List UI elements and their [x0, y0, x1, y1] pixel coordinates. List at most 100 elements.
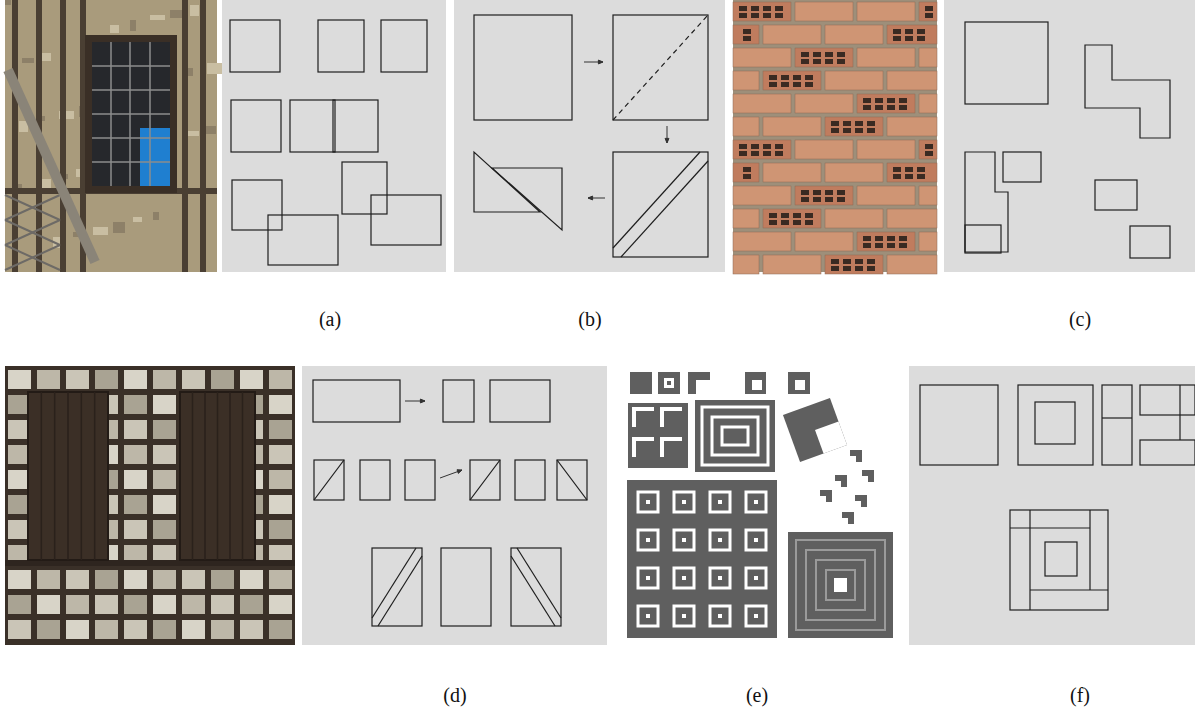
- brick-photo-part: [887, 255, 937, 274]
- sketch-d-part: [372, 548, 422, 626]
- stone-wall-photo-part: [124, 470, 147, 489]
- brick-photo-part: [825, 71, 883, 90]
- brick-photo-part: [925, 151, 933, 156]
- wall-photo-part: [92, 113, 170, 115]
- stone-wall-photo-part: [67, 392, 69, 560]
- sketch-b-part: [454, 0, 725, 272]
- brick-photo-part: [739, 6, 747, 11]
- brick-photo-part: [795, 2, 853, 21]
- stone-wall-photo-part: [269, 595, 292, 614]
- brick-photo-part: [743, 36, 751, 41]
- stone-wall-photo-part: [5, 366, 295, 645]
- brick-photo-part: [857, 94, 915, 113]
- wall-photo-part: [130, 20, 136, 31]
- brick-photo-part: [801, 59, 809, 64]
- pattern-panel-part: [826, 570, 855, 600]
- brick-photo-part: [893, 174, 901, 179]
- brick-photo-part: [917, 29, 925, 34]
- brick-photo-part: [875, 243, 883, 248]
- brick-photo-part: [837, 59, 845, 64]
- brick-photo-part: [795, 186, 853, 205]
- stone-wall-photo-part: [54, 392, 56, 560]
- wall-photo-part: [5, 195, 60, 220]
- brick-photo-part: [831, 128, 839, 133]
- panel-label: (e): [746, 684, 768, 707]
- pattern-panel-part: [710, 568, 730, 588]
- wall-photo-part: [92, 65, 170, 67]
- sketch-d-part: [557, 460, 587, 500]
- brick-photo-part: [875, 98, 883, 103]
- pattern-panel-part: [674, 530, 694, 550]
- brick-photo-part: [751, 6, 759, 11]
- pattern-panel-part: [795, 380, 805, 390]
- stone-wall-photo-part: [153, 495, 176, 514]
- stone-wall-photo-part: [240, 620, 263, 639]
- brick-photo-part: [793, 75, 801, 80]
- brick-photo-part: [887, 25, 937, 44]
- brick-photo-part: [743, 174, 751, 179]
- pattern-panel-part: [632, 437, 636, 457]
- brick-photo-part: [775, 13, 783, 18]
- brick-photo-part: [793, 213, 801, 218]
- wall-photo-part: [170, 10, 182, 18]
- brick-photo-part: [919, 140, 937, 159]
- brick-photo-part: [887, 243, 895, 248]
- brick-photo-part: [863, 105, 871, 110]
- stone-wall-photo-part: [153, 570, 176, 589]
- brick-photo-part: [805, 82, 813, 87]
- sketch-f-part: [1029, 510, 1030, 610]
- wall-photo: [5, 0, 222, 272]
- stone-wall-photo-part: [66, 370, 89, 389]
- stone-wall-photo-part: [153, 395, 176, 414]
- brick-photo-part: [857, 140, 915, 159]
- brick-photo-part: [825, 59, 833, 64]
- pattern-panel-part: [752, 380, 762, 390]
- wall-photo-part: [5, 0, 11, 5]
- pattern-panel-part: [674, 568, 694, 588]
- sketch-a-part: [342, 162, 387, 214]
- pattern-panel-part: [754, 576, 758, 580]
- stone-wall-photo-part: [269, 445, 292, 464]
- wall-photo-part: [92, 161, 170, 163]
- sketch-a-part: [268, 215, 338, 265]
- stone-wall-photo-part: [269, 520, 292, 539]
- pattern-panel-part: [664, 378, 674, 388]
- stone-wall-photo-part: [95, 595, 118, 614]
- brick-photo-part: [825, 117, 883, 136]
- sketch-d: [302, 366, 607, 645]
- stone-wall-photo-part: [66, 595, 89, 614]
- wall-photo-part: [12, 0, 18, 272]
- pattern-panel-part: [788, 532, 893, 638]
- pattern-panel-part: [660, 437, 664, 457]
- brick-photo-part: [919, 186, 937, 205]
- wall-photo-part: [5, 245, 60, 270]
- stone-wall-photo-part: [153, 620, 176, 639]
- sketch-d-part: [405, 460, 435, 500]
- brick-photo-part: [805, 220, 813, 225]
- brick-photo-part: [793, 82, 801, 87]
- pattern-panel-part: [632, 407, 636, 427]
- brick-photo-part: [769, 220, 777, 225]
- brick-photo-part: [867, 128, 875, 133]
- stone-wall-photo-part: [153, 445, 176, 464]
- stone-wall-photo-part: [269, 495, 292, 514]
- rotated-tile: [783, 398, 847, 462]
- stone-wall-photo-part: [37, 570, 60, 589]
- stone-wall-photo: [5, 366, 295, 645]
- wall-photo-part: [5, 245, 60, 270]
- pattern-panel-part: [855, 495, 867, 507]
- stone-wall-photo-part: [28, 392, 108, 560]
- sketch-a-part: [381, 20, 427, 72]
- brick-photo-part: [825, 163, 883, 182]
- sketch-a-part: [290, 100, 335, 152]
- pattern-panel-part: [646, 538, 650, 542]
- pattern-panel-part: [646, 576, 650, 580]
- wall-photo-part: [5, 0, 217, 272]
- stone-wall-photo-part: [182, 370, 205, 389]
- stone-wall-photo-part: [124, 570, 147, 589]
- sketch-f-part: [1035, 402, 1075, 444]
- brick-photo-part: [831, 266, 839, 271]
- brick-photo-part: [751, 13, 759, 18]
- brick-photo-part: [887, 209, 937, 228]
